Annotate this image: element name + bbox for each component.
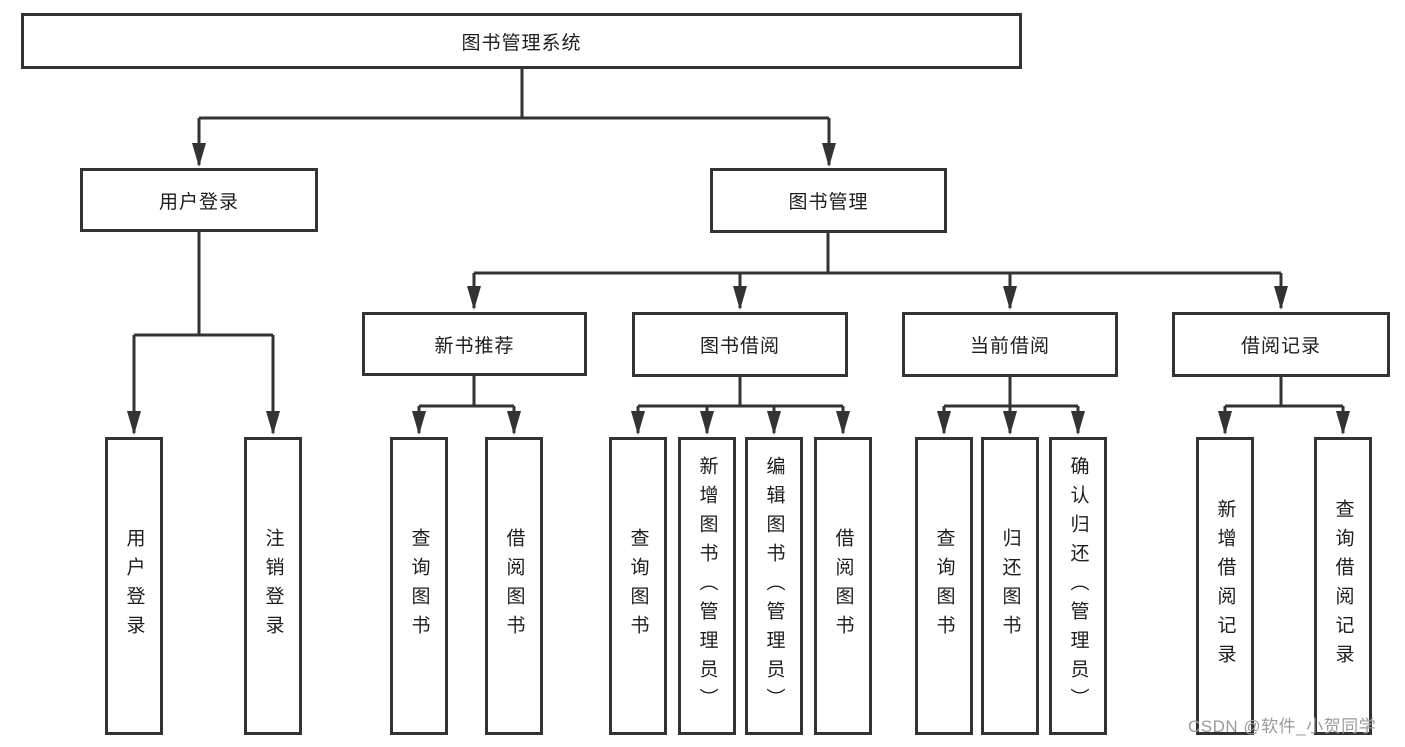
leaf-query-books: 查询图书 <box>609 437 667 735</box>
node-label: 当前借阅 <box>969 336 1050 357</box>
leaf-add-book-admin: 新增图书（管理员） <box>678 437 736 735</box>
node-label: 新增图书（管理员） <box>696 455 718 717</box>
node-user-login: 用户登录 <box>80 168 318 232</box>
node-label: 新增借阅记录 <box>1214 499 1236 673</box>
leaf-user-login: 用户登录 <box>105 437 163 735</box>
node-book-management: 图书管理 <box>710 168 947 233</box>
node-label: 图书管理系统 <box>461 32 582 54</box>
node-label: 查询图书 <box>627 528 649 644</box>
node-label: 编辑图书（管理员） <box>763 455 785 717</box>
leaf-borrow-books: 借阅图书 <box>814 437 872 735</box>
node-label: 用户登录 <box>158 191 239 213</box>
node-new-book-recommendation: 新书推荐 <box>362 312 587 376</box>
node-label: 用户登录 <box>123 528 145 644</box>
node-label: 注销登录 <box>262 528 284 644</box>
node-borrowing-records: 借阅记录 <box>1172 312 1390 377</box>
node-library-system: 图书管理系统 <box>21 13 1022 69</box>
leaf-add-borrow-record: 新增借阅记录 <box>1196 437 1254 735</box>
leaf-confirm-return-admin: 确认归还（管理员） <box>1049 437 1107 735</box>
node-label: 新书推荐 <box>434 335 515 357</box>
leaf-edit-book-admin: 编辑图书（管理员） <box>745 437 803 735</box>
node-label: 图书管理 <box>788 192 869 213</box>
leaf-borrow-books: 借阅图书 <box>485 437 543 735</box>
node-label: 查询图书 <box>933 528 955 644</box>
node-label: 借阅图书 <box>503 528 525 644</box>
leaf-logout: 注销登录 <box>244 437 302 735</box>
node-book-borrowing: 图书借阅 <box>632 312 848 377</box>
leaf-query-books: 查询图书 <box>915 437 973 735</box>
leaf-return-books: 归还图书 <box>981 437 1039 735</box>
leaf-query-borrow-record: 查询借阅记录 <box>1314 437 1372 735</box>
node-label: 查询借阅记录 <box>1332 499 1354 673</box>
node-label: 图书借阅 <box>699 336 780 357</box>
node-current-borrowing: 当前借阅 <box>902 312 1118 377</box>
csdn-watermark: CSDN @软件_小贺同学 <box>1188 717 1377 736</box>
node-label: 借阅记录 <box>1240 336 1321 357</box>
node-label: 归还图书 <box>999 528 1021 644</box>
node-label: 确认归还（管理员） <box>1067 455 1089 717</box>
leaf-query-books: 查询图书 <box>390 437 448 735</box>
node-label: 查询图书 <box>408 528 430 644</box>
node-label: 借阅图书 <box>832 528 854 644</box>
